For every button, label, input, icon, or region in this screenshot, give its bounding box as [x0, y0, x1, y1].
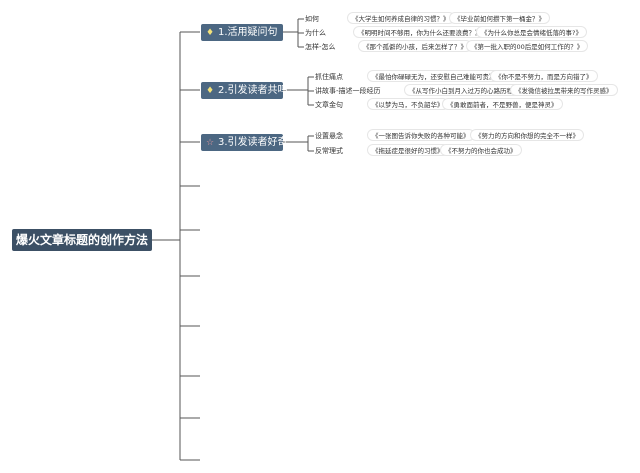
branch-3-label: 3.引发读者好奇: [218, 137, 288, 148]
leaf-1-1-1[interactable]: 《大学生如何养成自律的习惯？》: [347, 12, 455, 24]
root-topic[interactable]: 爆火文章标题的创作方法: [12, 229, 152, 251]
gem-icon: ♦: [205, 28, 215, 38]
leaf-2-2-2[interactable]: 《发微信被拉黑带来的写作灵感》: [510, 84, 618, 96]
subtopic-2-2[interactable]: 讲故事-描述一段经历: [315, 85, 381, 97]
leaf-3-1-1[interactable]: 《一张图告诉你失败的各种可能》: [367, 129, 475, 141]
branch-2[interactable]: ♦2.引发读者共鸣: [201, 82, 288, 99]
star-icon: ☆: [205, 138, 215, 148]
leaf-3-2-1[interactable]: 《拖延症是很好的习惯》: [367, 144, 449, 156]
subtopic-1-3[interactable]: 怎样-怎么: [305, 41, 336, 53]
branch-3[interactable]: ☆3.引发读者好奇: [201, 134, 288, 151]
leaf-3-1-2[interactable]: 《努力的方向和你想的完全不一样》: [470, 129, 584, 141]
subtopic-2-3[interactable]: 文章金句: [315, 99, 343, 111]
leaf-2-1-1[interactable]: 《最怕你碌碌无为，还安慰自己难能可贵》: [367, 70, 501, 82]
leaf-2-3-1[interactable]: 《以梦为马，不负韶华》: [367, 98, 449, 110]
leaf-1-2-2[interactable]: 《为什么你总是会情绪低落的事?》: [476, 26, 587, 38]
leaf-1-3-1[interactable]: 《那个孤僻的小孩，后来怎样了？》: [358, 40, 472, 52]
leaf-2-3-2[interactable]: 《勇敢面前者，不是野兽，便是神灵》: [442, 98, 563, 110]
gem-icon: ♦: [205, 86, 215, 96]
branch-1-label: 1.活用疑问句: [218, 27, 278, 38]
subtopic-1-1[interactable]: 如何: [305, 13, 319, 25]
subtopic-1-2[interactable]: 为什么: [305, 27, 326, 39]
branch-2-label: 2.引发读者共鸣: [218, 85, 288, 96]
leaf-1-2-1[interactable]: 《明明时间不够用，你为什么还要浪费？》: [353, 26, 487, 38]
branch-1[interactable]: ♦1.活用疑问句: [201, 24, 283, 41]
leaf-3-2-2[interactable]: 《不努力的你也会成功》: [440, 144, 522, 156]
subtopic-3-2[interactable]: 反常理式: [315, 145, 343, 157]
subtopic-3-1[interactable]: 设置悬念: [315, 130, 343, 142]
leaf-1-1-2[interactable]: 《毕业前如何攒下第一桶金？》: [449, 12, 550, 24]
leaf-1-3-2[interactable]: 《第一批入职的00后是如何工作的？》: [466, 40, 589, 52]
leaf-2-2-1[interactable]: 《从写作小白到月入过万的心路历程》: [404, 84, 525, 96]
leaf-2-1-2[interactable]: 《你不是不努力，而是方向错了》: [490, 70, 598, 82]
subtopic-2-1[interactable]: 抓住痛点: [315, 71, 343, 83]
